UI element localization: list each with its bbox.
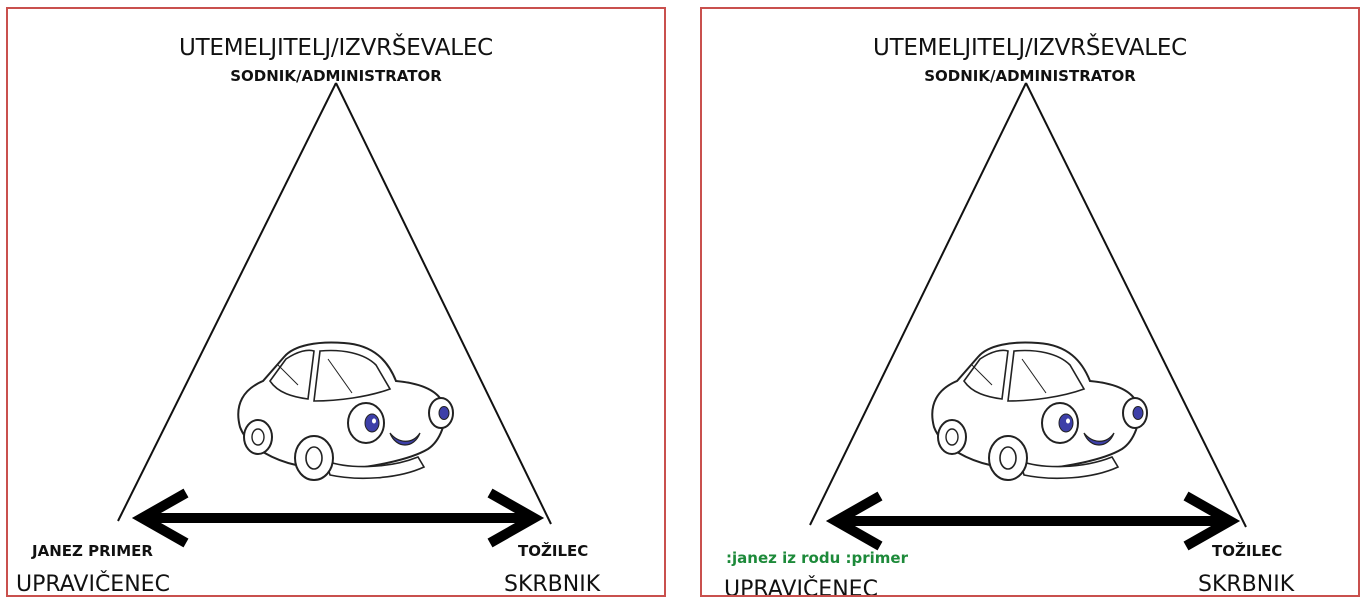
trustee-label: SKRBNIK <box>504 572 601 597</box>
car-illustration <box>931 341 1148 481</box>
apex-title: UTEMELJITELJ/IZVRŠEVALEC <box>178 35 494 61</box>
triangle-right-side <box>1025 82 1247 528</box>
triangle-left-side <box>117 82 337 522</box>
prosecutor-label: TOŽILEC <box>1212 542 1283 560</box>
trustee-label: SKRBNIK <box>1198 572 1295 597</box>
panel-left: UTEMELJITELJ/IZVRŠEVALEC SODNIK/ADMINIST… <box>6 7 666 597</box>
beneficiary-name: JANEZ PRIMER <box>32 542 153 560</box>
triangle-diagram <box>117 82 552 548</box>
beneficiary-name: :janez iz rodu :primer <box>726 549 908 567</box>
beneficiary-label: UPRAVIČENEC <box>724 577 878 597</box>
triangle-left-side <box>809 82 1027 526</box>
apex-title: UTEMELJITELJ/IZVRŠEVALEC <box>872 35 1188 61</box>
double-arrow <box>131 488 545 548</box>
triangle-right-side <box>335 82 552 525</box>
apex-subtitle: SODNIK/ADMINISTRATOR <box>924 67 1136 85</box>
beneficiary-label: UPRAVIČENEC <box>16 572 170 597</box>
triangle-diagram <box>809 82 1247 551</box>
panel-right: UTEMELJITELJ/IZVRŠEVALEC SODNIK/ADMINIST… <box>700 7 1360 597</box>
apex-subtitle: SODNIK/ADMINISTRATOR <box>230 67 442 85</box>
prosecutor-label: TOŽILEC <box>518 542 589 560</box>
double-arrow <box>825 491 1241 551</box>
car-illustration <box>237 341 454 481</box>
